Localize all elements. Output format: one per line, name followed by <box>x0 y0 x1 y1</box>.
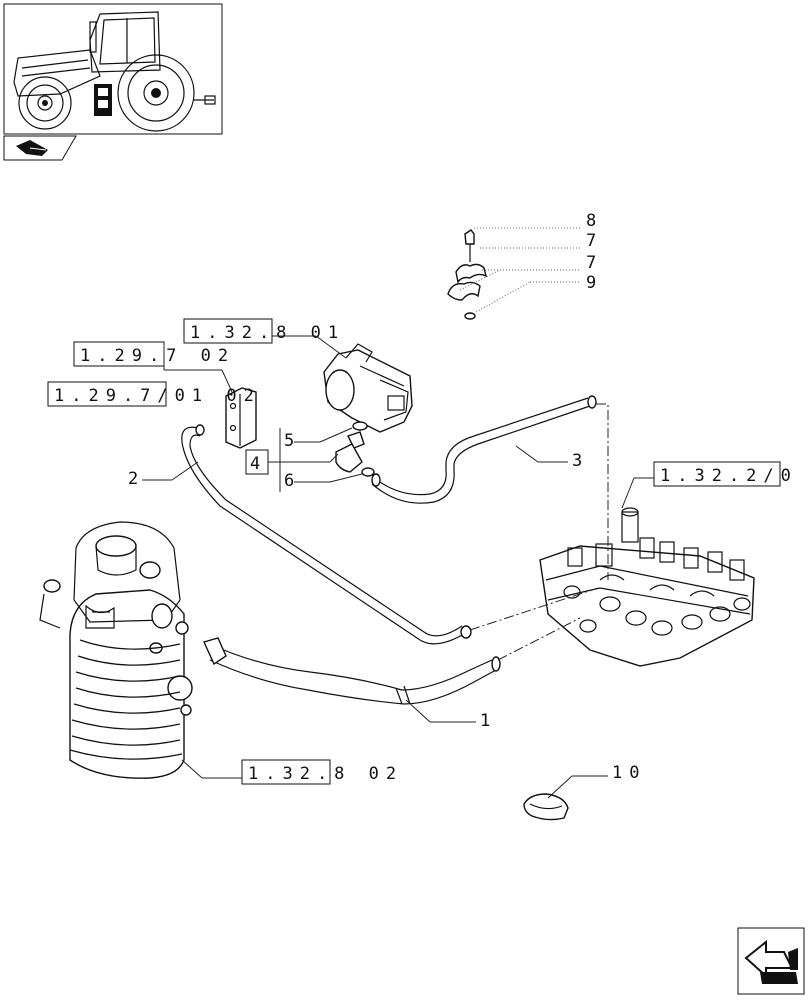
tractor-thumbnail-icon <box>3 3 223 135</box>
callout-7a: 7 <box>586 231 596 251</box>
ref-label-1322: 1.32.2/0 <box>660 466 798 486</box>
callout-7b: 7 <box>586 253 596 273</box>
ref-label-1297-02: 1.29.7 02 <box>80 346 235 366</box>
ref-box-13282[interactable]: 1.32.8 02 <box>241 759 403 785</box>
filter-housing-part <box>39 521 193 779</box>
section-marker-icon <box>3 135 77 161</box>
elbow-fitting-part <box>335 421 375 477</box>
ref-box-1297-02[interactable]: 1.29.7 02 <box>73 341 235 367</box>
callout-1: 1 <box>480 711 490 731</box>
callout-5: 5 <box>284 431 294 451</box>
ref-box-1297-0102[interactable]: 1.29.7/01 02 <box>47 381 261 407</box>
callout-8: 8 <box>586 211 596 231</box>
valve-block-part <box>323 343 413 433</box>
ref-label-4: 4 <box>250 454 260 474</box>
ref-box-1322[interactable]: 1.32.2/0 <box>653 461 798 487</box>
hydraulic-valve-block-part <box>539 507 755 667</box>
solenoid-block-part <box>225 387 257 449</box>
callout-3: 3 <box>572 451 582 471</box>
ref-box-1328-01[interactable]: 1.32.8 01 <box>183 318 345 344</box>
hose-clip-part <box>523 793 569 821</box>
next-page-arrow-icon[interactable] <box>737 927 805 995</box>
ref-label-1328-01: 1.32.8 01 <box>190 323 345 343</box>
clamp-hardware-part <box>447 229 488 320</box>
callout-6: 6 <box>284 471 294 491</box>
ref-box-4[interactable]: 4 <box>245 449 269 475</box>
callout-10: 10 <box>612 763 646 783</box>
ref-label-1297-0102: 1.29.7/01 02 <box>54 386 261 406</box>
callout-2: 2 <box>128 469 138 489</box>
callout-9: 9 <box>586 273 596 293</box>
ref-label-13282: 1.32.8 02 <box>248 764 403 784</box>
